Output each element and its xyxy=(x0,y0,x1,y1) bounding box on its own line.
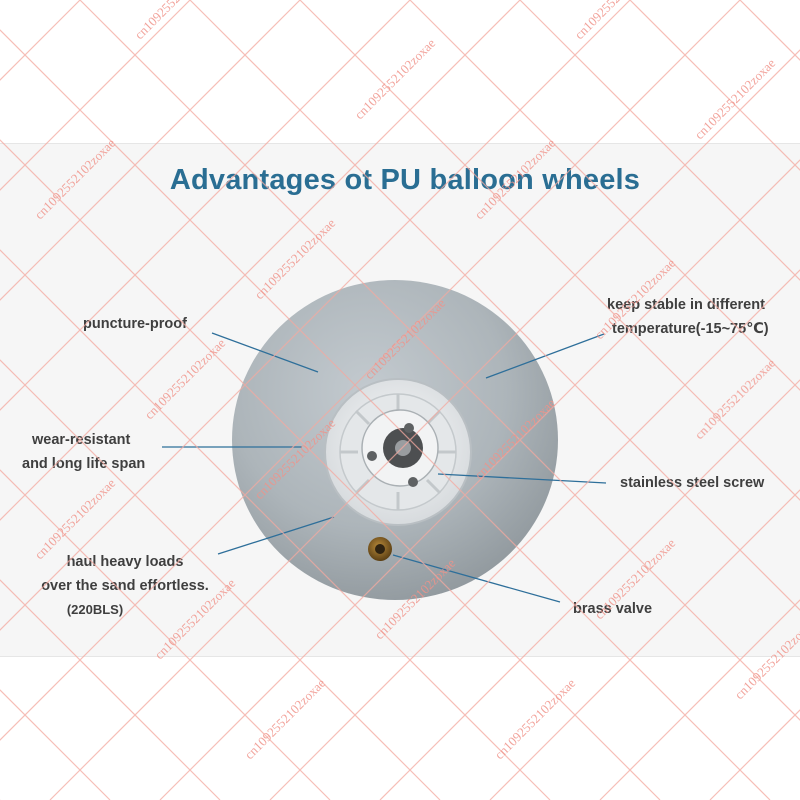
label-wear-line2: and long life span xyxy=(22,456,146,472)
label-temperature-line1: keep stable in different xyxy=(607,297,765,313)
screw xyxy=(367,451,377,461)
label-haul-loads: haul heavy loads over the sand effortles… xyxy=(30,550,220,622)
label-wear-line1: wear-resistant xyxy=(32,432,131,448)
screw xyxy=(404,423,414,433)
label-temperature: keep stable in different temperature(-15… xyxy=(607,293,769,341)
label-brass-valve: brass valve xyxy=(573,601,653,617)
label-wear-resistant: wear-resistant and long life span xyxy=(22,428,145,476)
screw xyxy=(408,477,418,487)
label-haul-line2: over the sand effortless. xyxy=(41,578,209,594)
label-haul-line1: haul heavy loads xyxy=(66,554,184,570)
label-stainless-screw: stainless steel screw xyxy=(620,475,765,491)
label-puncture-proof: puncture-proof xyxy=(83,316,187,332)
label-haul-line3: (220BLS) xyxy=(66,602,124,617)
label-temperature-line2: temperature(-15~75℃) xyxy=(612,321,769,337)
